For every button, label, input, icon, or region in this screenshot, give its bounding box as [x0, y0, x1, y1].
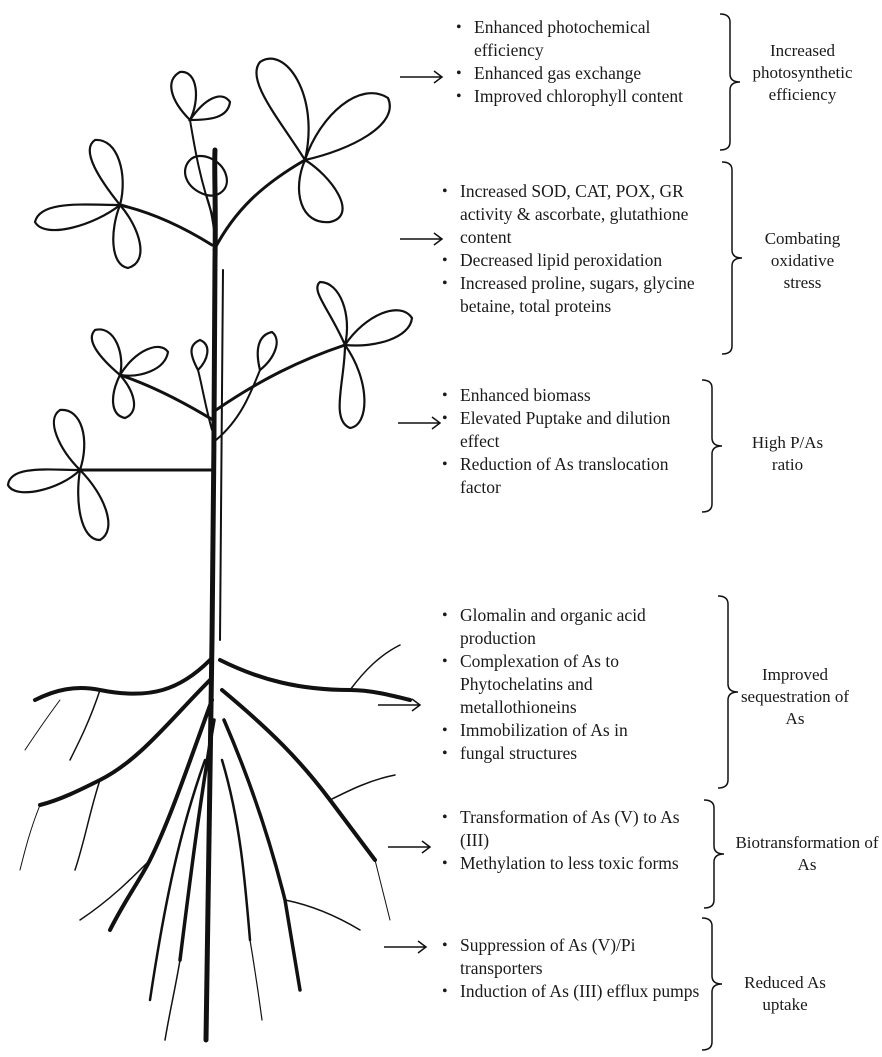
bullet-list: Transformation of As (V) to As (III) Met…: [440, 806, 710, 875]
list-item: Glomalin and organic acid production: [440, 604, 710, 650]
list-item: Decreased lipid peroxidation: [440, 249, 730, 272]
arrow-icon: [400, 70, 444, 84]
bullet-list: Increased SOD, CAT, POX, GR activity & a…: [440, 180, 730, 318]
bullet-list: Glomalin and organic acid production Com…: [440, 604, 710, 765]
bracket: [702, 798, 732, 910]
bracket: [720, 160, 750, 356]
plant-illustration: [0, 0, 420, 1057]
list-item: Suppression of As (V)/Pi transporters: [440, 934, 710, 980]
arrow-icon: [388, 840, 432, 854]
list-item: Enhanced photochemical efficiency: [454, 16, 714, 62]
list-item: Immobilization of As in: [440, 719, 710, 742]
list-item: Enhanced gas exchange: [454, 62, 714, 85]
list-item: Increased SOD, CAT, POX, GR activity & a…: [440, 180, 730, 249]
outcome-label: Improved sequestration of As: [740, 664, 850, 730]
list-item: Complexation of As to Phytochelatins and…: [440, 650, 710, 719]
list-item: Elevated Puptake and dilution effect: [440, 407, 702, 453]
bullet-list: Suppression of As (V)/Pi transporters In…: [440, 934, 710, 1003]
outcome-label: Biotransformation of As: [732, 832, 882, 876]
arrow-icon: [378, 698, 422, 712]
list-item: Improved chlorophyll content: [454, 85, 714, 108]
list-item: Transformation of As (V) to As (III): [440, 806, 710, 852]
arrow-icon: [400, 232, 444, 246]
list-item: Methylation to less toxic forms: [440, 852, 710, 875]
outcome-label: Combating oxidative stress: [755, 228, 850, 294]
list-item: Increased proline, sugars, glycine betai…: [440, 272, 730, 318]
outcome-label: High P/As ratio: [740, 432, 835, 476]
bracket: [700, 378, 730, 514]
list-item: Enhanced biomass: [440, 384, 702, 407]
bullet-list: Enhanced biomass Elevated Puptake and di…: [440, 384, 702, 499]
list-item: fungal structures: [440, 742, 710, 765]
arrow-icon: [398, 416, 442, 430]
list-item: Reduction of As translocation factor: [440, 453, 702, 499]
outcome-label: Increased photosynthetic efficiency: [740, 40, 865, 106]
list-item: Induction of As (III) efflux pumps: [440, 980, 710, 1003]
arrow-icon: [384, 940, 428, 954]
bullet-list: Enhanced photochemical efficiency Enhanc…: [454, 16, 714, 108]
outcome-label: Reduced As uptake: [735, 972, 835, 1016]
bracket: [700, 916, 730, 1052]
